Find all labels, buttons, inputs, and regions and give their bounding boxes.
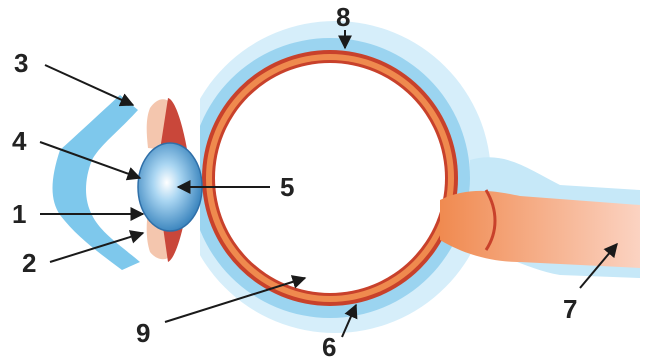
arrow-6	[341, 303, 358, 338]
vitreous-body	[215, 63, 445, 293]
label-6: 6	[322, 332, 336, 360]
label-5: 5	[280, 172, 294, 202]
label-3: 3	[14, 48, 28, 78]
pointer-arrows	[39, 30, 618, 338]
label-2: 2	[22, 248, 36, 278]
cornea-band	[52, 95, 140, 270]
ciliary-muscle-upper	[160, 98, 188, 155]
arrow-4	[39, 141, 142, 181]
arrow-9	[164, 275, 307, 323]
label-1: 1	[12, 199, 26, 229]
arrow-3	[44, 64, 135, 107]
optic-disc	[484, 189, 497, 251]
label-9: 9	[136, 318, 150, 348]
optic-nerve	[440, 190, 640, 268]
arrow-7	[579, 242, 618, 289]
arrow-2	[49, 230, 145, 263]
label-8: 8	[336, 2, 350, 32]
label-4: 4	[12, 126, 27, 156]
label-7: 7	[563, 294, 577, 324]
